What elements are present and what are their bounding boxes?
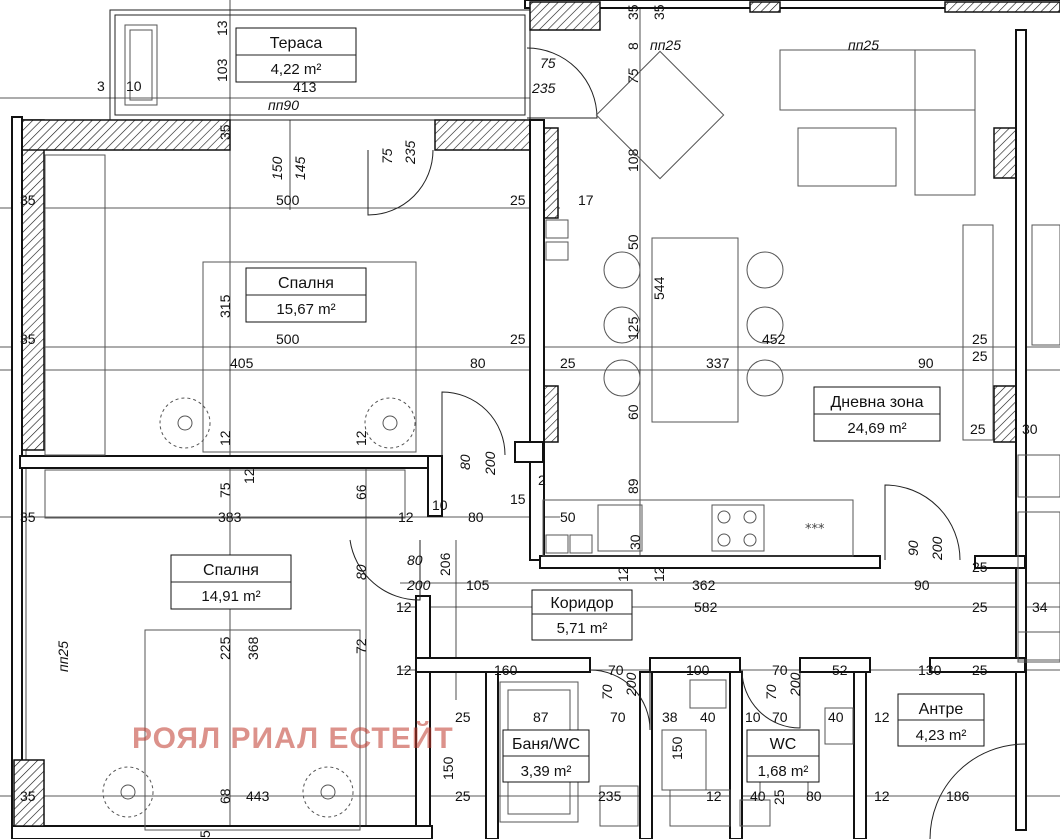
doors bbox=[349, 47, 1026, 839]
walls bbox=[11, 0, 1060, 839]
switches bbox=[545, 219, 593, 554]
furniture bbox=[44, 24, 1060, 831]
